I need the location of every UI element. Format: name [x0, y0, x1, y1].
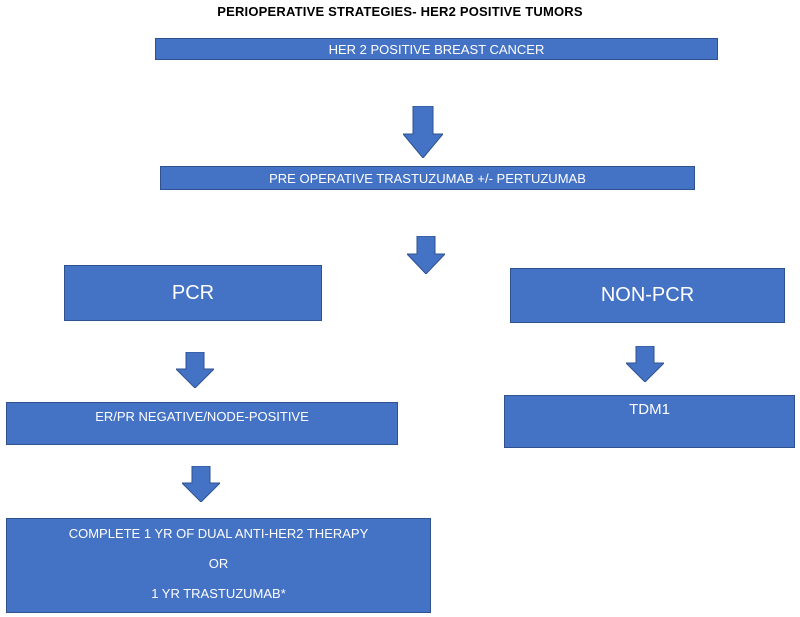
pcr-box: PCR [64, 265, 322, 321]
diagram-title: PERIOPERATIVE STRATEGIES- HER2 POSITIVE … [217, 4, 583, 19]
arrow-down-non-pcr [626, 346, 664, 382]
preoperative-therapy-box: PRE OPERATIVE TRASTUZUMAB +/- PERTUZUMAB [160, 166, 695, 190]
complete-therapy-line-2: OR [208, 556, 229, 571]
er-pr-negative-label: ER/PR NEGATIVE/NODE-POSITIVE [95, 409, 309, 424]
her2-positive-label: HER 2 POSITIVE BREAST CANCER [328, 41, 545, 57]
arrow-down-er-pr [182, 466, 220, 502]
pcr-label: PCR [171, 281, 215, 304]
arrow-down-2 [407, 236, 445, 274]
non-pcr-box: NON-PCR [510, 268, 785, 323]
complete-therapy-line-1: COMPLETE 1 YR OF DUAL ANTI-HER2 THERAPY [68, 526, 369, 541]
complete-therapy-box: COMPLETE 1 YR OF DUAL ANTI-HER2 THERAPY … [6, 518, 431, 613]
tdm1-label: TDM1 [629, 401, 670, 418]
arrow-down-pcr [176, 352, 214, 388]
complete-therapy-line-3: 1 YR TRASTUZUMAB* [151, 586, 286, 601]
preoperative-therapy-label: PRE OPERATIVE TRASTUZUMAB +/- PERTUZUMAB [269, 170, 586, 186]
her2-positive-box: HER 2 POSITIVE BREAST CANCER [155, 38, 718, 60]
arrow-down-1 [403, 106, 443, 158]
non-pcr-label: NON-PCR [600, 284, 695, 306]
tdm1-box: TDM1 [504, 395, 795, 448]
er-pr-negative-box: ER/PR NEGATIVE/NODE-POSITIVE [6, 402, 398, 445]
